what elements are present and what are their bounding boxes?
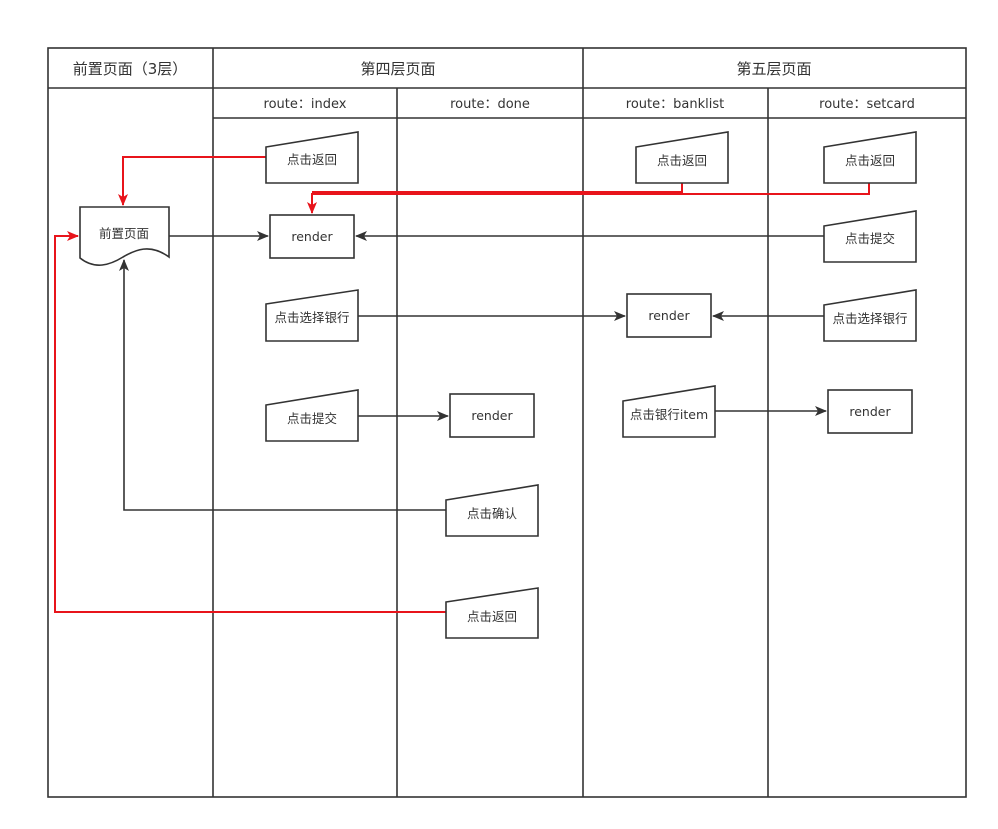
banklist-render-label: render <box>648 308 690 323</box>
swimlane-grid <box>47 47 967 798</box>
index-back-node[interactable]: 点击返回 <box>265 131 359 184</box>
setcard-render-node[interactable]: render <box>827 389 913 434</box>
setcard-back-to-index-render-arrow <box>307 183 870 214</box>
setcard-submit-node[interactable]: 点击提交 <box>823 210 917 263</box>
front-page-label: 前置页面 <box>99 226 149 241</box>
index-back-to-front-page-arrow <box>118 156 266 206</box>
done-render-node[interactable]: render <box>449 393 535 438</box>
index-submit-node[interactable]: 点击提交 <box>265 389 359 442</box>
index-select-bank-label: 点击选择银行 <box>274 310 349 325</box>
done-confirm-label: 点击确认 <box>467 506 518 521</box>
index-back-label: 点击返回 <box>287 152 337 167</box>
done-render-label: render <box>471 408 513 423</box>
done-confirm-to-front-page-arrow <box>119 259 446 511</box>
front-lane-header: 前置页面（3层） <box>73 60 188 78</box>
banklist-item-node[interactable]: 点击银行item <box>622 385 716 438</box>
banklist-back-to-index-render-line <box>312 183 683 193</box>
done-confirm-node[interactable]: 点击确认 <box>445 484 539 537</box>
banklist-render-node[interactable]: render <box>626 293 712 338</box>
route-done-header: route：done <box>450 97 530 112</box>
index-select-bank-node[interactable]: 点击选择银行 <box>265 289 359 342</box>
done-back-label: 点击返回 <box>467 609 517 624</box>
setcard-back-node[interactable]: 点击返回 <box>823 131 917 184</box>
done-back-node[interactable]: 点击返回 <box>445 587 539 639</box>
setcard-select-bank-label: 点击选择银行 <box>832 311 907 326</box>
setcard-render-label: render <box>849 404 891 419</box>
banklist-back-node[interactable]: 点击返回 <box>635 131 729 184</box>
front-page-node[interactable]: 前置页面 <box>79 206 170 266</box>
banklist-back-label: 点击返回 <box>657 153 707 168</box>
setcard-submit-label: 点击提交 <box>845 231 895 246</box>
layer5-header: 第五层页面 <box>736 60 811 78</box>
banklist-item-label: 点击银行item <box>630 407 708 422</box>
route-index-header: route：index <box>264 97 347 112</box>
index-render-label: render <box>291 229 333 244</box>
done-back-to-front-page-arrow <box>54 231 446 613</box>
black-connectors <box>119 231 827 511</box>
red-back-connectors <box>54 156 870 613</box>
index-submit-label: 点击提交 <box>287 411 337 426</box>
layer4-header: 第四层页面 <box>360 60 435 78</box>
route-setcard-header: route：setcard <box>819 97 915 112</box>
route-banklist-header: route：banklist <box>626 97 724 112</box>
setcard-back-label: 点击返回 <box>845 153 895 168</box>
setcard-select-bank-node[interactable]: 点击选择银行 <box>823 289 917 342</box>
index-render-node[interactable]: render <box>269 214 355 259</box>
